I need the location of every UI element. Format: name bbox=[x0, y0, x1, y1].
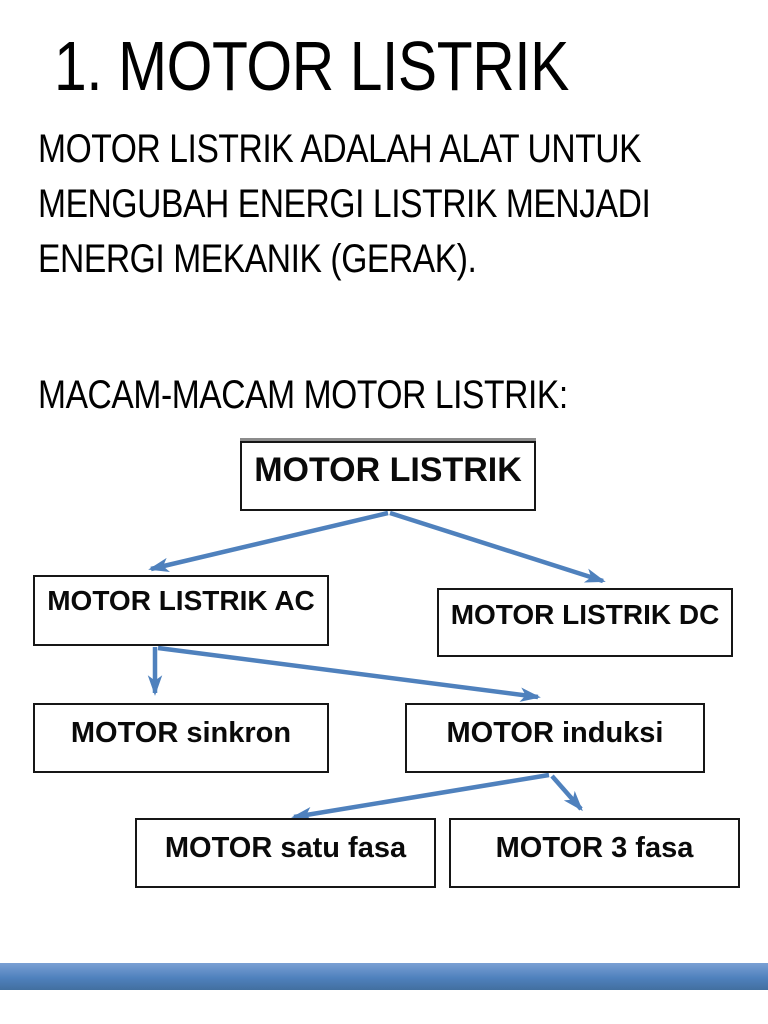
footer-accent-bar bbox=[0, 963, 768, 990]
body-line: ENERGI MEKANIK (GERAK). bbox=[38, 237, 477, 281]
diagram-node-motor-listrik: MOTOR LISTRIK bbox=[240, 441, 536, 511]
diagram-node-motor-induksi: MOTOR induksi bbox=[405, 703, 705, 773]
subheading: MACAM-MACAM MOTOR LISTRIK: bbox=[38, 368, 669, 423]
diagram-node-motor-3-fasa: MOTOR 3 fasa bbox=[449, 818, 740, 888]
diagram-node-motor-satu-fasa: MOTOR satu fasa bbox=[135, 818, 436, 888]
arrow-induksi-to-satu bbox=[291, 772, 550, 822]
diagram-node-motor-sinkron: MOTOR sinkron bbox=[33, 703, 329, 773]
diagram-node-motor-listrik-dc: MOTOR LISTRIK DC bbox=[437, 588, 733, 657]
subheading-text: MACAM-MACAM MOTOR LISTRIK: bbox=[38, 373, 568, 417]
body-paragraph: MOTOR LISTRIK ADALAH ALAT UNTUK MENGUBAH… bbox=[38, 122, 767, 287]
page-title-text: 1. MOTOR LISTRIK bbox=[54, 27, 569, 105]
arrow-root-to-ac bbox=[148, 510, 389, 572]
body-line: MOTOR LISTRIK ADALAH ALAT UNTUK bbox=[38, 127, 642, 171]
arrow-root-to-dc bbox=[389, 510, 606, 584]
body-line: MENGUBAH ENERGI LISTRIK MENJADI bbox=[38, 182, 651, 226]
diagram-node-motor-listrik-ac: MOTOR LISTRIK AC bbox=[33, 575, 329, 646]
arrow-induksi-to-tiga bbox=[550, 774, 583, 812]
page-title: 1. MOTOR LISTRIK bbox=[54, 27, 667, 105]
